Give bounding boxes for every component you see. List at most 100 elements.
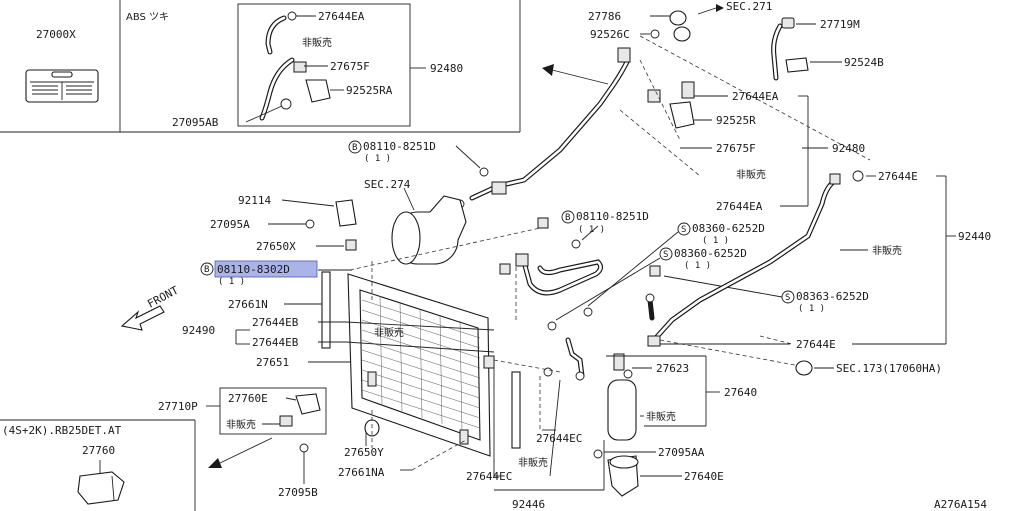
section-ref-sec173: SEC.173(17060HA) <box>836 362 942 375</box>
part-label-27644ea-inset: 27644EA <box>318 10 365 23</box>
section-ref-sec274: SEC.274 <box>364 178 411 191</box>
part-label-27760: 27760 <box>82 444 115 457</box>
part-label-27644e-b: 27644E <box>796 338 836 351</box>
part-label-27095ab: 27095AB <box>172 116 219 129</box>
bracket-icon <box>335 199 357 227</box>
high-pressure-pipe <box>455 47 695 209</box>
part-label-92440: 92440 <box>958 230 991 243</box>
part-label-27661n: 27661N <box>228 298 268 311</box>
bolt-ref-lower: B <box>561 210 575 224</box>
middle-pipe <box>499 217 604 331</box>
clamp-icon <box>785 57 809 73</box>
not-sold-label: 非販売 <box>226 418 256 431</box>
part-label-08363-6252d: 08363-6252D <box>796 290 869 303</box>
part-label-08110-8251d-a: 08110-8251D <box>363 140 436 153</box>
low-pressure-pipe <box>645 170 956 367</box>
svg-text:S: S <box>681 225 686 235</box>
cap-icon <box>669 10 687 26</box>
inset-engine-title: (4S+2K).RB25DET.AT <box>2 424 122 437</box>
not-sold-label: 非販売 <box>872 244 902 257</box>
sec173-part <box>795 360 834 376</box>
qty-label: ( 1 ) <box>364 154 391 164</box>
cap-icon <box>673 26 691 42</box>
part-label-27675f-inset: 27675F <box>330 60 370 73</box>
bracket-92114 <box>268 199 357 251</box>
lower-pipe <box>493 337 605 491</box>
front-label: FRONT <box>145 283 181 310</box>
svg-text:S: S <box>663 250 668 260</box>
label-plate-27000x: 27000X <box>25 28 99 103</box>
part-label-27644ea-r1: 27644EA <box>732 90 779 103</box>
part-label-08110-8302d: 08110-8302D <box>217 263 290 276</box>
seal-strip-icon <box>511 371 521 449</box>
sensor-icon <box>77 471 125 505</box>
part-label-27786: 27786 <box>588 10 621 23</box>
part-label-27719m: 27719M <box>820 18 860 31</box>
part-label-27095a: 27095A <box>210 218 250 231</box>
part-label-27644ec-a: 27644EC <box>536 432 582 445</box>
bracket-icon <box>305 79 331 103</box>
o-ring-icon <box>287 11 297 21</box>
svg-text:B: B <box>565 213 570 223</box>
condenser <box>321 271 521 457</box>
qty-label: ( 1 ) <box>798 304 825 314</box>
part-label-27661na: 27661NA <box>338 466 385 479</box>
part-label-27650y: 27650Y <box>344 446 384 459</box>
receiver-drier-icon <box>607 379 637 441</box>
o-ring-icon <box>650 29 660 39</box>
inset-abs-title: ABS ツキ <box>126 12 169 23</box>
seal-strip-icon <box>321 271 331 349</box>
not-sold-label: 非販売 <box>302 36 332 49</box>
bolt-ref-upper: B <box>348 140 489 177</box>
part-label-27710p: 27710P <box>158 400 198 413</box>
part-label-27644eb-a: 27644EB <box>252 316 299 329</box>
front-arrow <box>120 305 165 331</box>
part-label-27623: 27623 <box>656 362 689 375</box>
part-label-92480-inset: 92480 <box>430 62 463 75</box>
leader-lines-lower <box>365 410 467 471</box>
part-label-08360-6252d-b: 08360-6252D <box>674 247 747 260</box>
part-label-27000x: 27000X <box>36 28 76 41</box>
section-ref-sec271: SEC.271 <box>726 0 772 13</box>
svg-text:B: B <box>352 143 357 153</box>
bolt-ref-highlighted: B <box>200 260 352 278</box>
not-sold-label: 非販売 <box>374 326 404 339</box>
part-label-92480: 92480 <box>832 142 865 155</box>
svg-text:B: B <box>204 265 209 275</box>
screw-refs: S S S <box>555 222 795 321</box>
bolt-prefix-b-icon <box>348 140 362 154</box>
receiver-drier <box>593 353 720 497</box>
part-label-27640e: 27640E <box>684 470 724 483</box>
part-label-92525ra: 92525RA <box>346 84 393 97</box>
not-sold-label: 非販売 <box>518 456 548 469</box>
part-label-27644eb-b: 27644EB <box>252 336 299 349</box>
direction-arrow <box>208 437 273 468</box>
part-label-92525r: 92525R <box>716 114 756 127</box>
bolt-icon <box>280 98 292 110</box>
part-label-08110-8251d-b: 08110-8251D <box>576 210 649 223</box>
front-arrow-icon <box>120 305 165 331</box>
not-sold-label: 非販売 <box>646 410 676 423</box>
part-label-27644e-a: 27644E <box>878 170 918 183</box>
sensor-27760 <box>77 460 125 505</box>
clip-icon <box>293 61 307 73</box>
qty-label: ( 1 ) <box>218 277 245 287</box>
highlight-box <box>214 260 318 278</box>
qty-label: ( 1 ) <box>578 225 605 235</box>
svg-text:S: S <box>785 293 790 303</box>
part-label-92524b: 92524B <box>844 56 884 69</box>
part-label-92114: 92114 <box>238 194 271 207</box>
qty-label: ( 1 ) <box>702 236 729 246</box>
bolt-icon <box>305 219 315 229</box>
sensor-icon <box>279 415 293 427</box>
part-label-27651: 27651 <box>256 356 289 369</box>
part-label-27675f: 27675F <box>716 142 756 155</box>
part-label-27650x: 27650X <box>256 240 296 253</box>
abs-inset-pipe <box>245 11 426 123</box>
direction-arrow <box>542 64 609 85</box>
part-label-27760e: 27760E <box>228 392 268 405</box>
compressor <box>391 187 467 265</box>
part-label-92446: 92446 <box>512 498 545 511</box>
